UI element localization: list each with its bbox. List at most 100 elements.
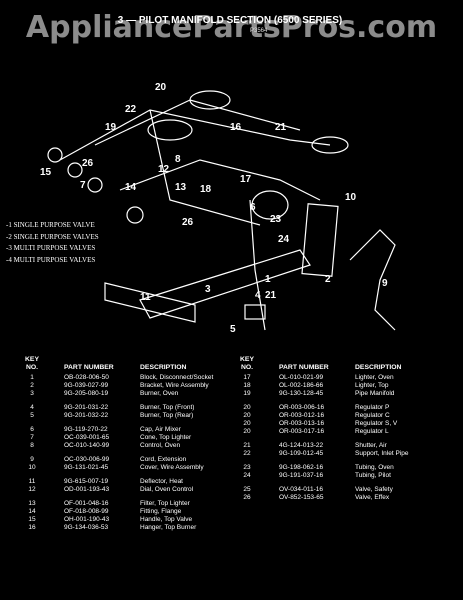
part-number: 9G-039-027-99 (64, 382, 109, 389)
svg-text:18: 18 (200, 184, 212, 195)
part-number: OC-039-001-65 (64, 434, 110, 441)
oven-tubing (249, 199, 266, 331)
part-number: 9G-130-128-45 (279, 390, 324, 397)
part-key: 26 (243, 494, 251, 501)
valve-knob-2 (67, 162, 83, 178)
part-key: 10 (28, 464, 36, 471)
svg-text:26: 26 (182, 217, 194, 228)
part-description: Burner, Top (Front) (140, 404, 195, 411)
watermark-logo: AppliancePartsPros.com (25, 10, 438, 45)
part-key: 14 (28, 508, 36, 515)
svg-text:8: 8 (175, 154, 181, 165)
part-description: Cord, Extension (140, 456, 187, 463)
legend-line-1: -1 SINGLE PURPOSE VALVE (6, 221, 95, 229)
top-burner-rear-left (189, 90, 231, 110)
part-number: OR-003-012-16 (279, 412, 325, 419)
part-description: Pipe Manifold (355, 390, 395, 397)
part-number: OH-001-190-43 (64, 516, 110, 523)
part-key: 20 (243, 404, 251, 411)
part-description: Valve, Safety (355, 486, 393, 493)
part-description: Fitting, Flange (140, 508, 182, 515)
part-key: 1 (30, 374, 34, 381)
part-description: Tubing, Oven (355, 464, 394, 471)
exploded-parts-diagram: 20 22 19 16 21 15 26 7 8 12 14 13 18 17 … (40, 82, 396, 335)
part-key: 23 (243, 464, 251, 471)
legend-line-4: -4 MULTI PURPOSE VALVES (6, 255, 96, 264)
part-number: 9G-198-062-16 (279, 464, 324, 471)
part-number: OR-003-013-16 (279, 420, 325, 427)
part-key: 13 (28, 500, 36, 507)
part-description: Lighter, Top (355, 382, 389, 389)
part-key: 17 (243, 374, 251, 381)
valve-knob-3 (87, 177, 103, 193)
part-key: 18 (243, 382, 251, 389)
part-key: 8 (30, 442, 34, 449)
part-description: Cover, Wire Assembly (140, 464, 204, 471)
svg-text:10: 10 (345, 192, 357, 203)
part-number: OV-852-153-65 (279, 494, 324, 501)
svg-text:7: 7 (80, 180, 86, 191)
part-key: 19 (243, 390, 251, 397)
part-key: 5 (30, 412, 34, 419)
part-number: OD-001-193-43 (64, 486, 110, 493)
legend-line-3: -3 MULTI PURPOSE VALVES (6, 244, 96, 252)
svg-text:15: 15 (40, 167, 52, 178)
part-number: OF-001-048-16 (64, 500, 109, 507)
oven-burner (139, 249, 311, 319)
diagram-title: 3 — PILOT MANIFOLD SECTION (6500 SERIES) (117, 15, 343, 26)
legend-line-2: -2 SINGLE PURPOSE VALVES (6, 232, 99, 241)
svg-text:1: 1 (265, 274, 271, 285)
svg-text:13: 13 (175, 182, 187, 193)
part-description: Support, Inlet Pipe (355, 450, 409, 457)
header-description: DESCRIPTION (355, 364, 402, 371)
part-number: 9G-119-270-22 (64, 426, 108, 433)
heat-deflector (104, 282, 196, 323)
svg-text:5: 5 (230, 324, 236, 335)
svg-text:6: 6 (250, 202, 256, 213)
svg-text:2: 2 (325, 274, 331, 285)
part-number: OF-018-008-99 (64, 508, 109, 515)
part-key: 2 (30, 382, 34, 389)
part-number: OR-003-017-16 (279, 428, 325, 435)
header-description: DESCRIPTION (140, 364, 187, 371)
svg-text:17: 17 (240, 174, 252, 185)
part-description: Hanger, Top Burner (140, 524, 197, 531)
part-number: 9G-201-031-22 (64, 404, 109, 411)
part-key: 3 (30, 390, 34, 397)
header-part-number: PART NUMBER (64, 364, 114, 371)
part-key: 12 (28, 486, 36, 493)
svg-text:11: 11 (140, 292, 151, 303)
svg-text:16: 16 (230, 122, 242, 133)
part-number: OL-010-021-99 (279, 374, 324, 381)
part-description: Control, Oven (140, 442, 181, 449)
svg-text:23: 23 (270, 214, 282, 225)
part-key: 20 (243, 420, 251, 427)
svg-text:9: 9 (382, 278, 388, 289)
part-description: Regulator C (355, 412, 390, 419)
part-description: Cone, Top Lighter (140, 434, 192, 441)
part-number: OV-034-011-16 (279, 486, 323, 493)
part-key: 4 (30, 404, 34, 411)
svg-text:21: 21 (265, 290, 277, 301)
part-description: Handle, Top Valve (140, 516, 193, 523)
part-description: Cap, Air Mixer (140, 426, 181, 433)
part-number: 9G-109-012-45 (279, 450, 324, 457)
top-burner-front-left (147, 119, 193, 141)
extension-cord (349, 229, 396, 331)
valve-knob-1 (47, 147, 63, 163)
svg-text:20: 20 (155, 82, 167, 93)
part-number: 9G-615-007-19 (64, 478, 109, 485)
top-burner-front-right (251, 190, 289, 220)
svg-text:4: 4 (255, 290, 261, 301)
valve-legend: -1 SINGLE PURPOSE VALVE -2 SINGLE PURPOS… (6, 220, 99, 266)
part-key: 9 (30, 456, 34, 463)
part-number: 9G-205-080-19 (64, 390, 109, 397)
part-description: Filter, Top Lighter (140, 500, 190, 507)
svg-text:21: 21 (275, 122, 287, 133)
top-burner-rear-right (311, 136, 349, 154)
part-number: 9G-201-032-22 (64, 412, 109, 419)
safety-valve (244, 304, 266, 320)
svg-text:3: 3 (205, 284, 211, 295)
